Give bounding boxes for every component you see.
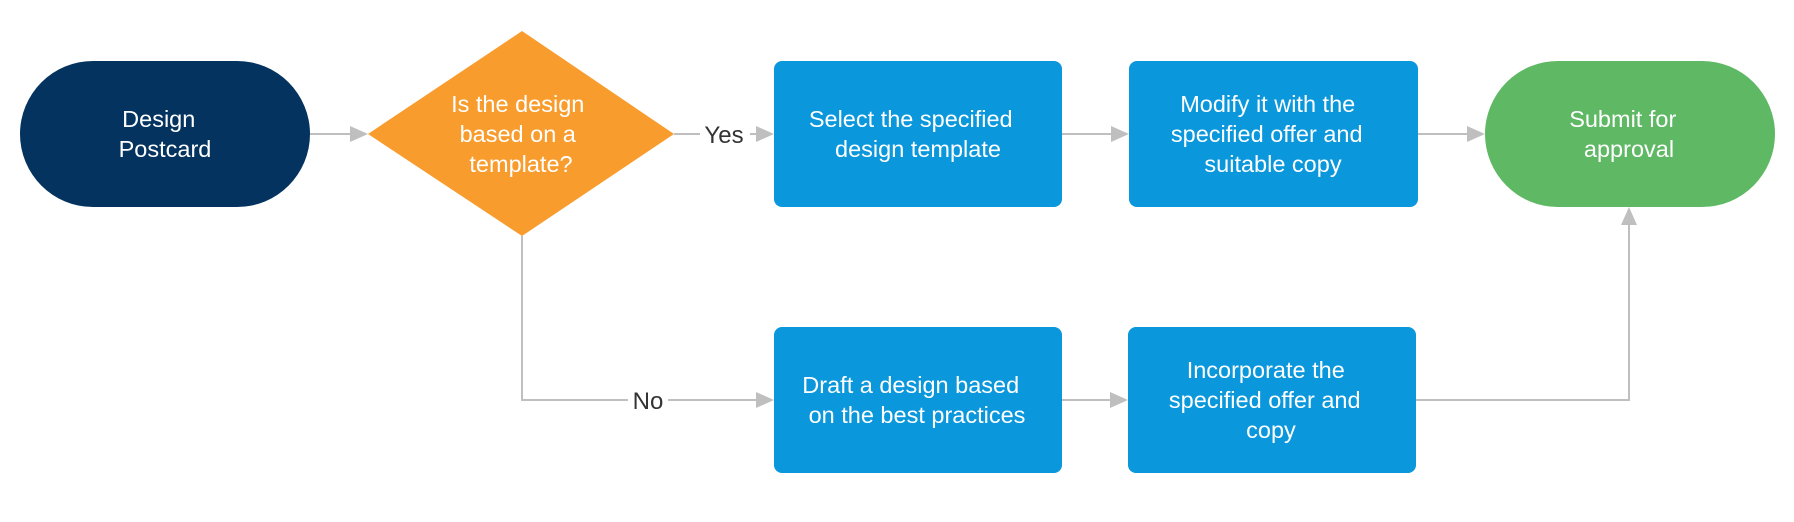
- select-template-node[interactable]: Select the specified design template: [774, 61, 1062, 207]
- incorporate-node-shape: [1128, 327, 1416, 473]
- modify-line-1: Modify it with the: [1180, 91, 1355, 117]
- draft-node[interactable]: Draft a design based on the best practic…: [774, 327, 1062, 473]
- yes-label: Yes: [704, 122, 743, 149]
- no-label: No: [633, 388, 664, 415]
- modify-node-shape: [1129, 61, 1418, 207]
- draft-node-shape: [774, 327, 1062, 473]
- select-template-line-1: Select the specified: [809, 106, 1013, 132]
- start-node[interactable]: Design Postcard: [20, 61, 310, 207]
- start-line-1: Design: [122, 106, 195, 132]
- draft-line-2: on the best practices: [809, 402, 1026, 428]
- modify-line-2: specified offer and: [1171, 121, 1363, 147]
- submit-line-2: approval: [1584, 136, 1674, 162]
- submit-node-shape: [1485, 61, 1775, 207]
- submit-line-1: Submit for: [1569, 106, 1676, 132]
- draft-node-label: Draft a design based on the best practic…: [802, 372, 1025, 428]
- connector-decision-to-draft-a: [521, 236, 628, 401]
- decision-line-2: based on a: [460, 121, 577, 147]
- incorporate-line-2: specified offer and: [1169, 387, 1361, 413]
- submit-node[interactable]: Submit for approval: [1485, 61, 1775, 207]
- select-template-node-shape: [774, 61, 1062, 207]
- decision-node[interactable]: Is the design based on a template?: [368, 31, 674, 236]
- start-node-label: Design Postcard: [119, 106, 212, 162]
- arrowhead-decision-to-select: [756, 126, 774, 142]
- arrowhead-select-to-modify: [1111, 126, 1129, 142]
- arrowhead-start-to-decision: [350, 126, 368, 142]
- start-node-shape: [20, 61, 310, 207]
- decision-node-label: Is the design based on a template?: [451, 91, 591, 177]
- arrowhead-draft-to-incorporate: [1110, 392, 1128, 408]
- modify-line-3: suitable copy: [1204, 151, 1341, 177]
- decision-node-shape: [368, 31, 674, 236]
- submit-node-label: Submit for approval: [1569, 106, 1683, 162]
- decision-line-3: template?: [469, 151, 572, 177]
- incorporate-node[interactable]: Incorporate the specified offer and copy: [1128, 327, 1416, 473]
- modify-node[interactable]: Modify it with the specified offer and s…: [1129, 61, 1418, 207]
- draft-line-1: Draft a design based: [802, 372, 1019, 398]
- arrowhead-incorporate-to-submit: [1621, 207, 1637, 225]
- select-template-node-label: Select the specified design template: [809, 106, 1019, 162]
- incorporate-line-3: copy: [1246, 417, 1296, 443]
- decision-line-1: Is the design: [451, 91, 584, 117]
- modify-node-label: Modify it with the specified offer and s…: [1171, 91, 1369, 177]
- start-line-2: Postcard: [119, 136, 212, 162]
- arrowhead-modify-to-submit: [1467, 126, 1485, 142]
- connectors: [310, 126, 1637, 408]
- incorporate-node-label: Incorporate the specified offer and copy: [1169, 357, 1367, 443]
- arrowhead-decision-to-draft: [756, 392, 774, 408]
- incorporate-line-1: Incorporate the: [1187, 357, 1345, 383]
- select-template-line-2: design template: [835, 136, 1001, 162]
- connector-incorporate-to-submit: [1416, 222, 1630, 401]
